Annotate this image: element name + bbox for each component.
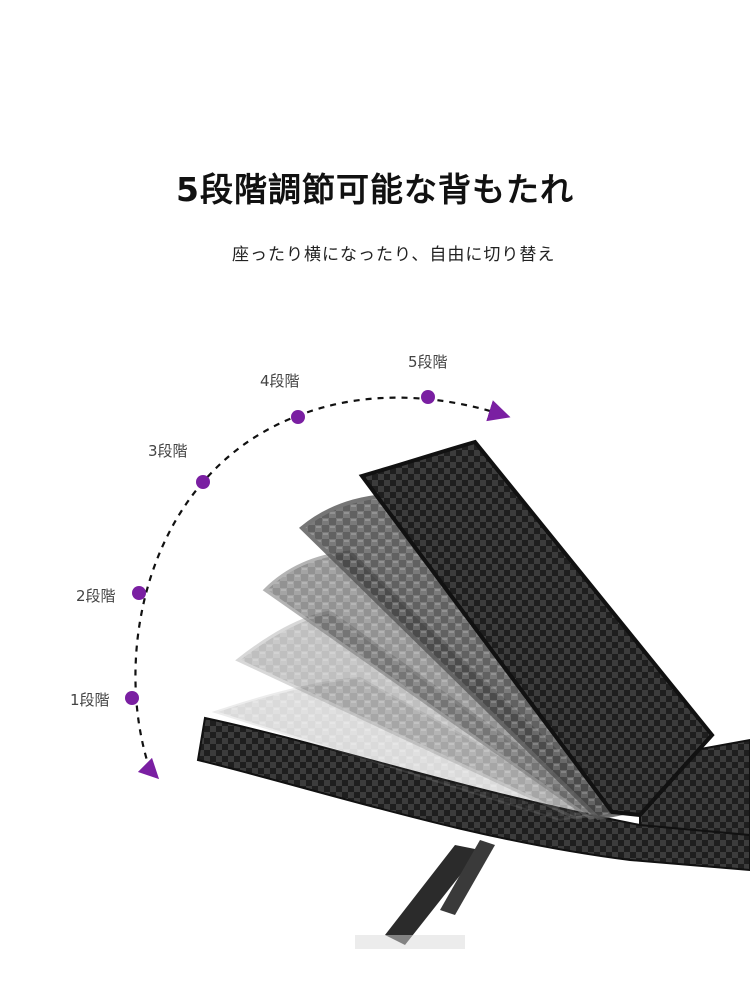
chair-leg-back <box>440 840 495 915</box>
page-subtitle: 座ったり横になったり、自由に切り替え <box>232 245 556 265</box>
level-label-1: 1段階 <box>70 691 110 709</box>
level-label-4: 4段階 <box>260 372 300 390</box>
level-label-5: 5段階 <box>408 353 448 371</box>
level-label-2: 2段階 <box>76 587 116 605</box>
page-title: 5段階調節可能な背もたれ <box>176 170 574 209</box>
chair-seat <box>196 716 750 872</box>
level-label-3: 3段階 <box>148 442 188 460</box>
chair-leg <box>385 845 480 945</box>
level-4-dot <box>291 410 305 424</box>
adjustment-arc <box>134 396 511 771</box>
backrest-level-5 <box>358 439 715 818</box>
level-5-dot <box>421 390 435 404</box>
level-1-dot <box>125 691 139 705</box>
level-2-dot <box>132 586 146 600</box>
level-3-dot <box>196 475 210 489</box>
